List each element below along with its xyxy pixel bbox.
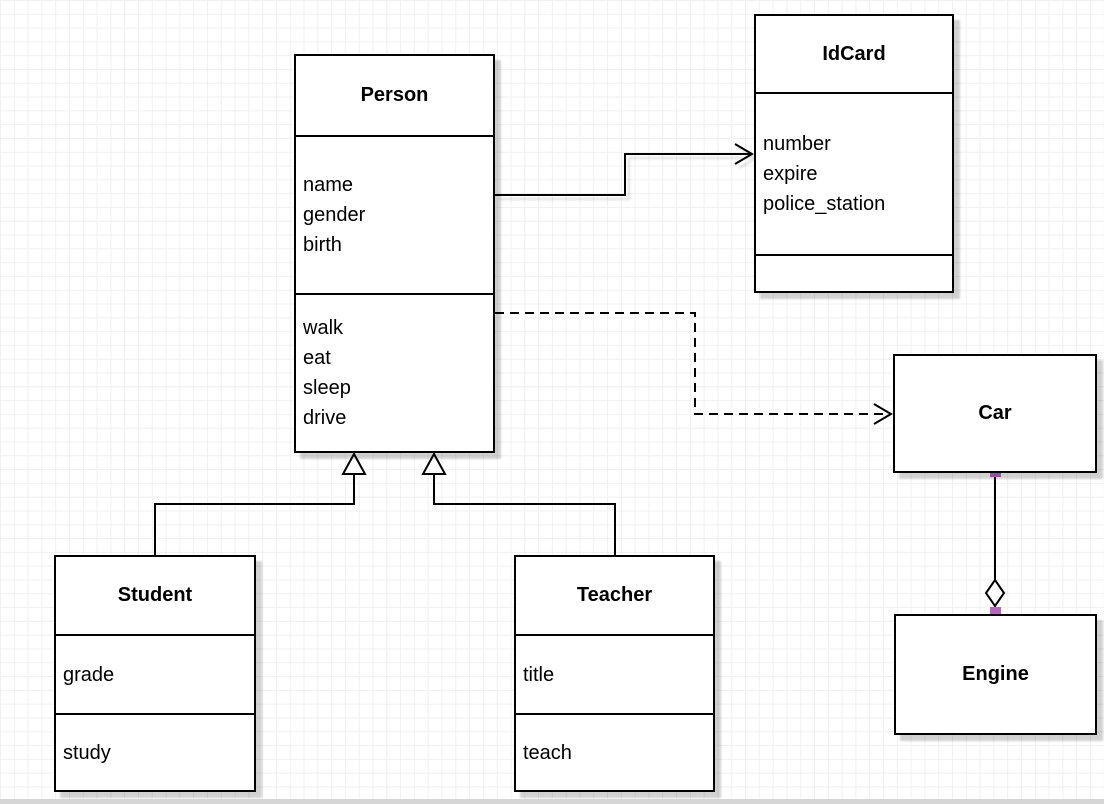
attributes-compartment: grade	[56, 636, 254, 715]
class-title: Person	[296, 56, 493, 137]
method-label: eat	[303, 347, 331, 369]
attribute-label: number	[763, 133, 831, 155]
attribute-label: gender	[303, 204, 366, 226]
canvas-bottom-edge	[0, 799, 1104, 804]
class-name-label: Car	[978, 402, 1012, 424]
inheritance-line	[433, 473, 616, 555]
open-arrowhead-icon	[734, 143, 754, 165]
class-title: Student	[56, 557, 254, 636]
class-title: IdCard	[756, 16, 952, 94]
attributes-compartment: name gender birth	[296, 137, 493, 295]
attribute-label: title	[523, 663, 555, 686]
class-title: Car	[895, 356, 1095, 471]
class-name-label: Engine	[962, 663, 1029, 685]
dependency-dashed-line	[495, 312, 888, 415]
method-label: study	[63, 741, 111, 764]
class-name-label: Student	[117, 584, 193, 606]
open-arrowhead-icon	[873, 403, 893, 425]
class-idcard[interactable]: IdCard number expire police_station	[754, 14, 954, 293]
inheritance-line	[154, 473, 355, 555]
class-student[interactable]: Student grade study	[54, 555, 256, 792]
class-name-label: Teacher	[576, 584, 653, 606]
class-car[interactable]: Car	[893, 354, 1097, 473]
inheritance-student-person[interactable]	[154, 451, 367, 555]
attribute-label: expire	[763, 163, 818, 185]
hollow-diamond-icon	[984, 578, 1006, 608]
attributes-compartment: title	[516, 636, 713, 715]
class-engine[interactable]: Engine	[894, 614, 1097, 735]
method-label: walk	[303, 317, 344, 339]
association-person-idcard[interactable]	[495, 143, 754, 196]
methods-compartment: teach	[516, 715, 713, 790]
aggregation-car-engine[interactable]	[984, 466, 1006, 618]
class-title: Teacher	[516, 557, 713, 636]
method-label: drive	[303, 407, 347, 429]
inheritance-teacher-person[interactable]	[421, 451, 616, 555]
class-teacher[interactable]: Teacher title teach	[514, 555, 715, 792]
class-name-label: IdCard	[822, 42, 886, 65]
attribute-label: name	[303, 174, 354, 196]
hollow-triangle-icon	[421, 451, 447, 475]
attribute-label: police_station	[763, 193, 886, 215]
attributes-compartment: number expire police_station	[756, 94, 952, 256]
hollow-triangle-icon	[341, 451, 367, 475]
method-label: teach	[523, 741, 572, 764]
class-person[interactable]: Person name gender birth walk eat sleep …	[294, 54, 495, 453]
attribute-label: grade	[63, 663, 115, 686]
class-title: Engine	[896, 616, 1095, 733]
class-name-label: Person	[360, 84, 429, 106]
association-line	[495, 153, 750, 196]
attribute-label: birth	[303, 234, 342, 256]
methods-compartment: walk eat sleep drive	[296, 295, 493, 451]
method-label: sleep	[303, 377, 351, 399]
methods-compartment-empty	[756, 256, 952, 291]
dependency-person-car[interactable]	[495, 312, 893, 425]
methods-compartment: study	[56, 715, 254, 790]
